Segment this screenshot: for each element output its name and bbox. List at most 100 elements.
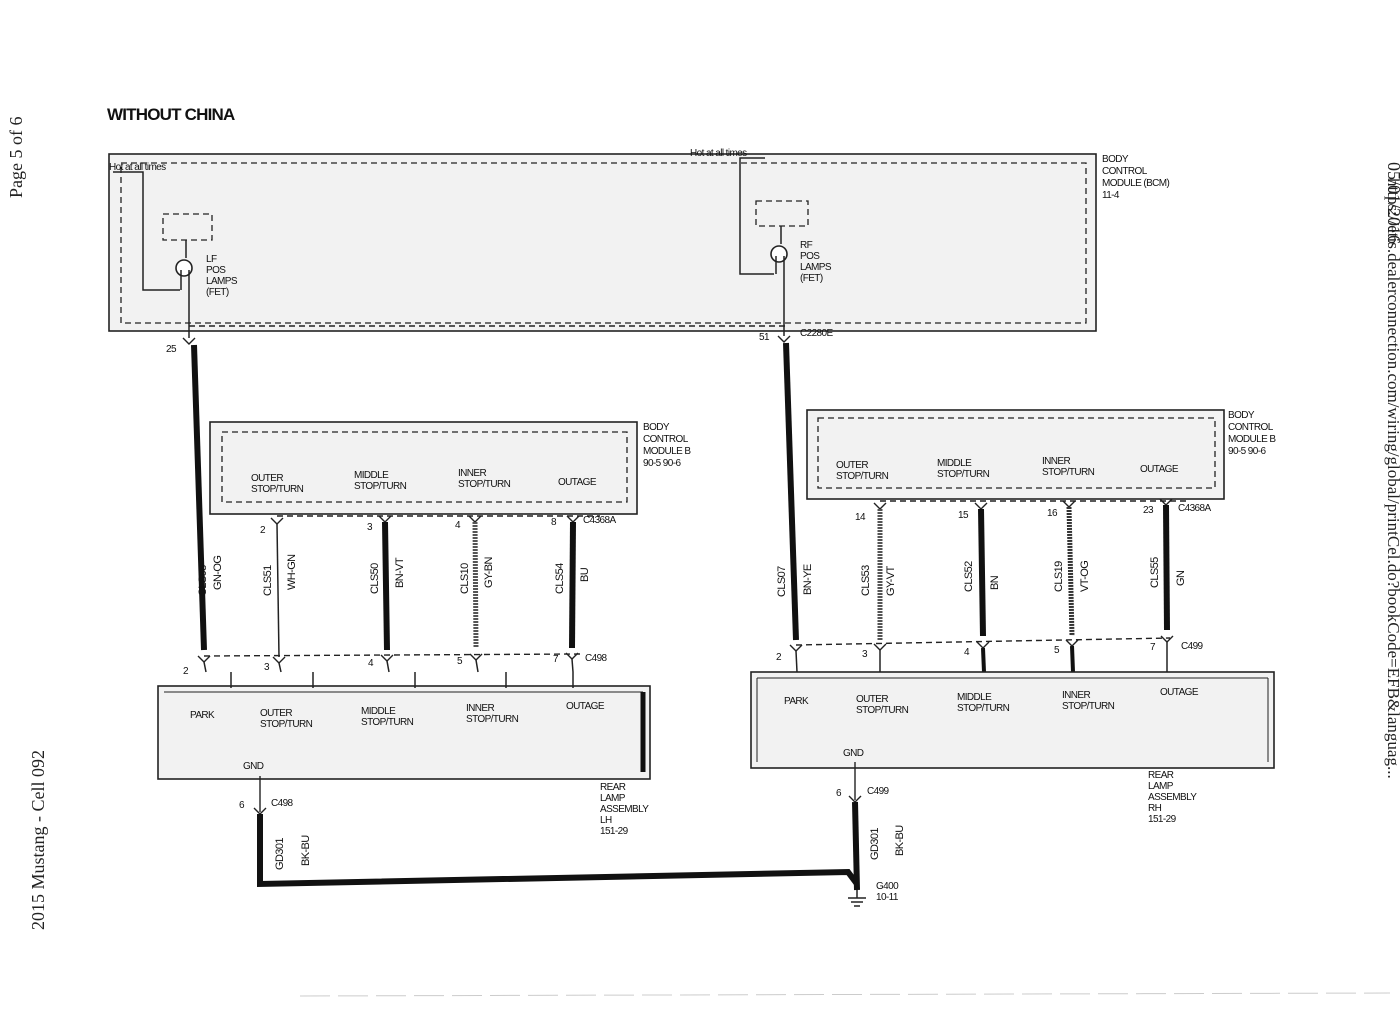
- scan-artifact-line: [299, 992, 1391, 997]
- svg-text:4: 4: [368, 658, 374, 669]
- pin-16: 16: [1047, 508, 1058, 519]
- input-outer: OUTER: [856, 694, 888, 705]
- wire-cls07-color: BN-YE: [802, 564, 814, 595]
- output-outage: OUTAGE: [558, 477, 597, 488]
- svg-text:MODULE B: MODULE B: [1228, 434, 1276, 445]
- bcm-b-left-outline: [209, 421, 638, 515]
- svg-text:STOP/TURN: STOP/TURN: [260, 719, 313, 730]
- svg-text:RF: RF: [800, 240, 813, 251]
- svg-text:LH: LH: [600, 815, 612, 826]
- wire-cls10-circuit: CLS10: [459, 563, 471, 594]
- output-middle: MIDDLE: [354, 470, 389, 481]
- right-wire-labels: CLS07 BN-YE CLS53 GY-VT CLS52 BN CLS19 V…: [776, 557, 1187, 597]
- wire-cls08-color: GN-OG: [212, 556, 224, 590]
- c499-connector-line: [795, 637, 1171, 646]
- c2280e-pin-51-terminal: [777, 335, 791, 343]
- svg-text:LAMP: LAMP: [1148, 781, 1174, 792]
- output-outer: OUTER: [251, 473, 283, 484]
- pin-14: 14: [855, 512, 866, 523]
- gnd-pin-6-lh: 6: [239, 800, 245, 811]
- wire-cls10-color: GY-BN: [483, 557, 495, 588]
- svg-text:BODY: BODY: [1102, 154, 1129, 165]
- source-url: https://etis.dealerconnection.com/wiring…: [1384, 178, 1400, 779]
- wire-cls55-circuit: CLS55: [1149, 557, 1161, 588]
- svg-text:POS: POS: [206, 265, 226, 276]
- ground-ref: 10-11: [876, 892, 899, 903]
- c2280e-pin-25: 25: [166, 344, 177, 355]
- svg-text:STOP/TURN: STOP/TURN: [466, 714, 519, 725]
- c498-connector-line: [203, 653, 581, 657]
- input-inner: INNER: [466, 703, 494, 714]
- pin-4: 4: [455, 520, 461, 531]
- wire-cls53-color: GY-VT: [885, 566, 897, 596]
- input-park: PARK: [784, 696, 809, 707]
- c499-pin-numbers: 2 3 4 5 7 C499: [776, 641, 1204, 663]
- lamp-lh-outline: [157, 685, 651, 780]
- svg-text:90-5 90-6: 90-5 90-6: [1228, 446, 1266, 457]
- c499-connector-id: C499: [1181, 641, 1204, 652]
- wire-cls54-circuit: CLS54: [554, 563, 566, 594]
- input-inner: INNER: [1062, 690, 1090, 701]
- bcm-a-outline: [108, 153, 1097, 332]
- wire-cls51-circuit: CLS51: [262, 565, 274, 596]
- bcm-b-left-internal-boundary: [221, 431, 628, 503]
- gnd-connector-rh: C499: [867, 786, 890, 797]
- wire-cls19-circuit: CLS19: [1053, 561, 1065, 592]
- svg-text:2: 2: [183, 666, 189, 677]
- lamp-rh-inputs: PARK OUTER STOP/TURN MIDDLE STOP/TURN IN…: [784, 687, 1199, 759]
- wire-cls55: [1163, 504, 1170, 631]
- svg-text:7: 7: [1150, 642, 1156, 653]
- lf-fet-transistor-icon: [175, 259, 193, 277]
- pin-15: 15: [958, 510, 969, 521]
- wire-cls53-circuit: CLS53: [860, 565, 872, 596]
- input-gnd: GND: [243, 761, 264, 772]
- pin-8: 8: [551, 517, 557, 528]
- lamp-lh-label: REAR LAMP ASSEMBLY LH 151-29: [600, 782, 650, 837]
- svg-text:5: 5: [457, 656, 463, 667]
- input-outer: OUTER: [260, 708, 292, 719]
- wire-cls52: [978, 508, 986, 637]
- bcm-b-left-outputs: OUTER STOP/TURN MIDDLE STOP/TURN INNER S…: [251, 468, 597, 495]
- bcm-b-right-label: BODY CONTROL MODULE B 90-5 90-6: [1228, 410, 1277, 457]
- svg-text:REAR: REAR: [600, 782, 626, 793]
- left-wire-harness: CLS08 GN-OG CLS51 WH-GN CLS50 BN-VT CLS1…: [191, 344, 591, 658]
- svg-text:LAMPS: LAMPS: [800, 262, 832, 273]
- input-outage: OUTAGE: [566, 701, 605, 712]
- ground-symbol-icon: [848, 890, 866, 907]
- svg-text:7: 7: [553, 654, 559, 665]
- svg-text:151-29: 151-29: [600, 826, 629, 837]
- gd301-lh-color: BK-BU: [300, 835, 312, 866]
- ground-wire-rh: [852, 801, 860, 891]
- svg-text:MODULE B: MODULE B: [643, 446, 691, 457]
- svg-text:LAMPS: LAMPS: [206, 276, 238, 287]
- print-date: 05/01/2016: [1384, 162, 1400, 244]
- hot-at-all-times-left: Hot at all times: [109, 162, 166, 173]
- svg-text:STOP/TURN: STOP/TURN: [1062, 701, 1115, 712]
- svg-text:CONTROL: CONTROL: [1228, 422, 1274, 433]
- c498-connector-id: C498: [585, 653, 608, 664]
- c4368a-left-terminals: [270, 515, 580, 525]
- svg-text:ASSEMBLY: ASSEMBLY: [600, 804, 649, 815]
- gnd-connector-lh: C498: [271, 798, 294, 809]
- left-wire-labels: CLS08 GN-OG CLS51 WH-GN CLS50 BN-VT CLS1…: [197, 554, 591, 596]
- model-cell-label: 2015 Mustang - Cell 092: [28, 750, 48, 930]
- svg-text:BODY: BODY: [643, 422, 670, 433]
- wire-cls54: [569, 521, 576, 649]
- wire-cls51: [276, 523, 280, 658]
- rear-lamp-assembly-rh: 2 3 4 5 7 C499 PARK OUTER STOP/TURN MIDD…: [750, 635, 1275, 860]
- svg-text:REAR: REAR: [1148, 770, 1174, 781]
- gd301-lh-circuit: GD301: [274, 838, 286, 870]
- svg-text:CONTROL: CONTROL: [643, 434, 689, 445]
- output-outer: OUTER: [836, 460, 868, 471]
- bcm-b-right-internal-boundary: [817, 417, 1216, 489]
- svg-text:5: 5: [1054, 645, 1060, 656]
- bcm-b-left-module: BODY CONTROL MODULE B 90-5 90-6 OUTER ST…: [209, 421, 692, 536]
- svg-text:STOP/TURN: STOP/TURN: [836, 471, 889, 482]
- input-middle: MIDDLE: [361, 706, 396, 717]
- c498-pin-numbers: 2 3 4 5 7 C498: [183, 653, 608, 677]
- wire-cls07: [783, 342, 799, 641]
- ground-id: G400: [876, 881, 899, 892]
- svg-text:MODULE (BCM): MODULE (BCM): [1102, 178, 1170, 189]
- rf-fet-label: RF POS LAMPS (FET): [800, 240, 832, 284]
